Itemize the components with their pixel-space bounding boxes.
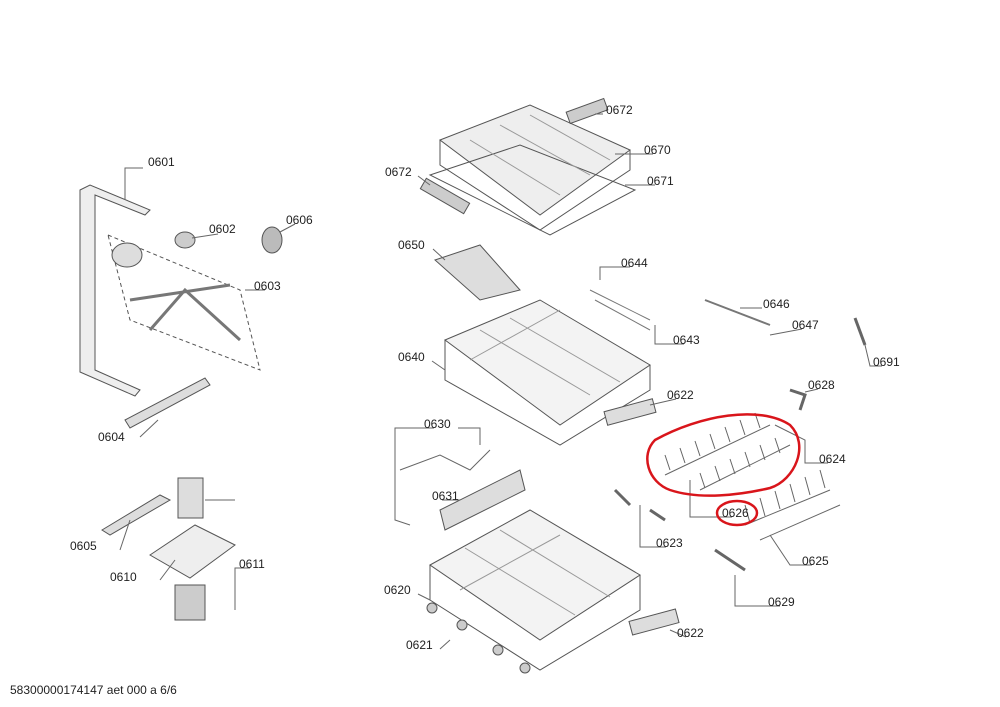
clips-0623-0629: [613, 488, 746, 572]
tine-rack-0643: [589, 289, 651, 331]
part-label: 0604: [98, 430, 125, 444]
part-label: 0626: [722, 506, 749, 520]
leader-lines: [119, 113, 882, 650]
part-label: 0620: [384, 583, 411, 597]
filter-plate-0610: [149, 524, 236, 579]
tine-rack-0626: [664, 412, 791, 491]
part-0650: [434, 244, 521, 301]
wheels-0621: [426, 602, 531, 674]
spray-arm-pipe-0601: [79, 184, 151, 397]
part-label: 0646: [763, 297, 790, 311]
micro-filter: [174, 584, 206, 621]
part-label: 0622: [667, 388, 694, 402]
part-label: 0606: [286, 213, 313, 227]
part-0628: [789, 388, 807, 411]
part-label: 0644: [621, 256, 648, 270]
part-label: 0650: [398, 238, 425, 252]
part-label: 0691: [873, 355, 900, 369]
rail-part-0672: [565, 97, 609, 125]
upper-basket-0640: [443, 299, 651, 446]
handle-0622: [603, 398, 657, 426]
part-label: 0623: [656, 536, 683, 550]
part-0605: [101, 494, 172, 536]
rack-0646: [704, 299, 771, 326]
handle-0622-lower: [628, 608, 680, 636]
part-label: 0640: [398, 350, 425, 364]
lower-spray-arm-0604: [124, 377, 211, 429]
part-label: 0670: [644, 143, 671, 157]
highlight-annotation: [646, 413, 801, 527]
lower-basket-0620: [429, 509, 641, 671]
part-label: 0631: [432, 489, 459, 503]
cutlery-tray-0670: [428, 104, 637, 236]
rack-0631: [439, 469, 526, 531]
part-0691: [853, 317, 867, 346]
part-label: 0622: [677, 626, 704, 640]
part-label: 0643: [673, 333, 700, 347]
part-label: 0611: [239, 557, 265, 571]
part-label: 0628: [808, 378, 835, 392]
filter-cylinder: [177, 477, 204, 519]
part-label: 0671: [647, 174, 674, 188]
part-label: 0602: [209, 222, 236, 236]
drawing-number-footer: 58300000174147 aet 000 a 6/6: [10, 683, 177, 697]
part-label: 0630: [424, 417, 451, 431]
rail-part-0672-left: [419, 177, 471, 215]
tine-rack-0625: [744, 469, 841, 541]
part-label: 0672: [385, 165, 412, 179]
part-label: 0672: [606, 103, 633, 117]
part-label: 0621: [406, 638, 433, 652]
part-label: 0610: [110, 570, 137, 584]
part-0602: [174, 231, 196, 249]
filter-part-0606: [261, 226, 283, 254]
part-label: 0625: [802, 554, 829, 568]
spray-arm-group-0603: [107, 234, 261, 371]
part-label: 0605: [70, 539, 97, 553]
wire-0630: [394, 449, 491, 526]
part-label: 0603: [254, 279, 281, 293]
part-label: 0647: [792, 318, 819, 332]
part-label: 0601: [148, 155, 175, 169]
part-label: 0629: [768, 595, 795, 609]
part-label: 0624: [819, 452, 846, 466]
